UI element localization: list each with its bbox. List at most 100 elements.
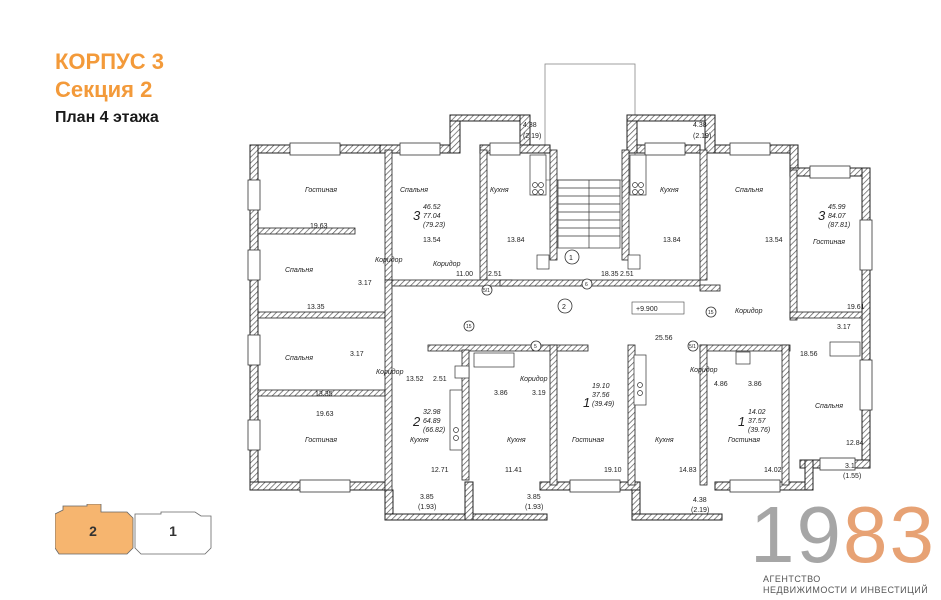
- elevation-mark: +9.900: [631, 301, 685, 315]
- svg-text:32.98: 32.98: [423, 409, 441, 416]
- svg-text:84.07: 84.07: [828, 213, 847, 220]
- svg-text:64.89: 64.89: [423, 418, 441, 425]
- svg-text:3.17: 3.17: [350, 351, 364, 358]
- svg-text:(2.19): (2.19): [693, 133, 711, 140]
- svg-text:15: 15: [708, 310, 714, 316]
- section-2-button[interactable]: 2: [55, 504, 134, 555]
- agency-logo: 1983 АГЕНТСТВО НЕДВИЖИМОСТИ И ИНВЕСТИЦИЙ: [750, 490, 936, 596]
- svg-text:14.02: 14.02: [748, 409, 766, 416]
- svg-text:19.63: 19.63: [316, 411, 334, 418]
- svg-text:1: 1: [583, 395, 590, 410]
- room-label: Спальня: [285, 267, 313, 274]
- area-values: 4.38 (2.19) 4.38 (2.19) 19.63 13.54 13.8…: [307, 122, 865, 514]
- title-block: КОРПУС 3 Секция 2 План 4 этажа: [55, 48, 164, 130]
- room-label: Кухня: [507, 437, 526, 444]
- svg-text:13.84: 13.84: [507, 237, 525, 244]
- room-label: Коридор: [690, 366, 718, 374]
- room-label: Кухня: [660, 187, 679, 194]
- svg-text:3.86: 3.86: [748, 381, 762, 388]
- svg-text:(87.81): (87.81): [828, 222, 850, 229]
- logo-line2: НЕДВИЖИМОСТИ И ИНВЕСТИЦИЙ: [763, 585, 929, 595]
- svg-text:3.85: 3.85: [420, 494, 434, 501]
- logo-number: 1983: [750, 490, 936, 579]
- svg-text:14.02: 14.02: [764, 467, 782, 474]
- svg-text:2: 2: [412, 414, 421, 429]
- room-label: Гостиная: [813, 239, 845, 246]
- svg-text:(1.55): (1.55): [843, 473, 861, 480]
- room-label: Коридор: [520, 375, 548, 383]
- room-label: Коридор: [735, 307, 763, 315]
- room-label: Гостиная: [572, 437, 604, 444]
- svg-text:2: 2: [562, 304, 566, 311]
- svg-text:13.84: 13.84: [663, 237, 681, 244]
- room-label: Спальня: [285, 355, 313, 362]
- svg-text:11.41: 11.41: [505, 467, 522, 474]
- svg-text:12.84: 12.84: [846, 440, 864, 447]
- room-label: Спальня: [400, 187, 428, 194]
- building-title: КОРПУС 3: [55, 49, 164, 74]
- svg-text:3.86: 3.86: [494, 390, 508, 397]
- svg-text:13.54: 13.54: [765, 237, 783, 244]
- room-label: Гостиная: [728, 437, 760, 444]
- svg-text:3: 3: [818, 208, 826, 223]
- svg-text:3.19: 3.19: [532, 390, 546, 397]
- svg-text:19.10: 19.10: [592, 383, 610, 390]
- svg-text:4.38: 4.38: [693, 122, 707, 129]
- svg-text:46.52: 46.52: [423, 204, 441, 211]
- svg-text:12.71: 12.71: [431, 467, 449, 474]
- svg-text:(2.19): (2.19): [691, 507, 709, 514]
- svg-text:(1.93): (1.93): [418, 504, 436, 511]
- svg-text:(1.93): (1.93): [525, 504, 543, 511]
- svg-text:11.00: 11.00: [456, 271, 473, 278]
- section-2-label: 2: [89, 523, 97, 539]
- svg-text:18.35: 18.35: [601, 271, 619, 278]
- svg-text:2.51: 2.51: [620, 271, 634, 278]
- svg-text:13.35: 13.35: [315, 391, 333, 398]
- room-label: Коридор: [433, 260, 461, 268]
- svg-text:45.99: 45.99: [828, 204, 846, 211]
- svg-text:19.10: 19.10: [604, 467, 622, 474]
- svg-text:4.86: 4.86: [714, 381, 728, 388]
- room-label: Кухня: [410, 437, 429, 444]
- logo-line1: АГЕНТСТВО: [763, 574, 821, 584]
- svg-text:(39.49): (39.49): [592, 401, 614, 408]
- apartment-summary-4: 1 19.10 37.56 (39.49): [583, 383, 614, 410]
- svg-text:3.17: 3.17: [358, 280, 372, 287]
- room-label: Коридор: [376, 368, 404, 376]
- svg-text:3.1: 3.1: [845, 463, 855, 470]
- section-selector: 2 1: [55, 504, 212, 555]
- svg-text:6: 6: [585, 282, 588, 288]
- svg-text:13.54: 13.54: [423, 237, 441, 244]
- svg-text:4.38: 4.38: [693, 497, 707, 504]
- room-label: Спальня: [735, 187, 763, 194]
- roof-exit-outline: [544, 63, 636, 181]
- svg-text:25.56: 25.56: [655, 335, 673, 342]
- svg-text:+9.900: +9.900: [636, 306, 658, 313]
- svg-text:14.83: 14.83: [679, 467, 697, 474]
- section-title: Секция 2: [55, 77, 153, 102]
- section-1-label: 1: [169, 523, 177, 539]
- svg-text:3.17: 3.17: [837, 324, 851, 331]
- svg-text:19.61: 19.61: [847, 304, 865, 311]
- svg-text:15: 15: [466, 324, 472, 330]
- inner-walls: [257, 149, 863, 491]
- svg-text:1: 1: [738, 414, 745, 429]
- svg-text:3: 3: [413, 208, 421, 223]
- svg-text:5/1: 5/1: [483, 288, 490, 294]
- room-label: Кухня: [490, 187, 509, 194]
- windows: [247, 142, 873, 493]
- svg-text:2.51: 2.51: [433, 376, 447, 383]
- room-label: Коридор: [375, 256, 403, 264]
- svg-text:37.56: 37.56: [592, 392, 610, 399]
- room-label: Кухня: [655, 437, 674, 444]
- apartment-summary-1: 3 46.52 77.04 (79.23): [413, 204, 445, 229]
- svg-text:13.35: 13.35: [307, 304, 325, 311]
- svg-text:18.56: 18.56: [800, 351, 818, 358]
- marker-labels: 1 2 5/1 6 15 15 5 5/1: [466, 255, 714, 350]
- svg-text:37.57: 37.57: [748, 418, 767, 425]
- section-1-button[interactable]: 1: [134, 511, 212, 555]
- svg-text:(79.23): (79.23): [423, 222, 445, 229]
- svg-text:19.63: 19.63: [310, 223, 328, 230]
- svg-text:4.38: 4.38: [523, 122, 537, 129]
